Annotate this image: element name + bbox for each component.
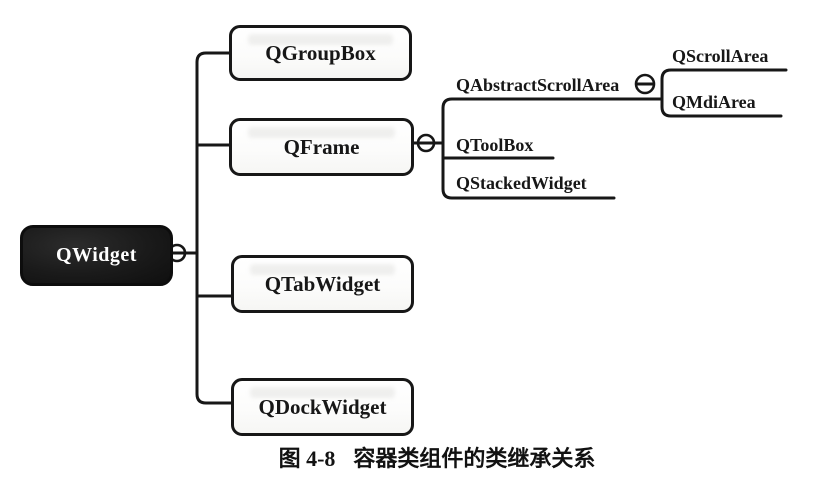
connector-trunk-qabstractscrollarea-children bbox=[660, 68, 788, 118]
figure-number: 图 4-8 bbox=[278, 446, 336, 471]
node-qdockwidget-label: QDockWidget bbox=[258, 394, 387, 419]
node-qabstractscrollarea[interactable]: QAbstractScrollArea bbox=[456, 75, 619, 96]
node-qwidget-label: QWidget bbox=[56, 244, 137, 266]
node-qstackedwidget-label: QStackedWidget bbox=[456, 173, 587, 193]
node-qtoolbox[interactable]: QToolBox bbox=[456, 135, 533, 156]
figure-title: 容器类组件的类继承关系 bbox=[353, 446, 596, 471]
node-qframe-label: QFrame bbox=[283, 134, 360, 159]
node-qmdiarea-label: QMdiArea bbox=[672, 92, 756, 112]
node-qwidget[interactable]: QWidget bbox=[20, 225, 173, 286]
node-qtabwidget[interactable]: QTabWidget bbox=[231, 255, 414, 313]
node-qscrollarea[interactable]: QScrollArea bbox=[672, 46, 768, 67]
node-qabstractscrollarea-label: QAbstractScrollArea bbox=[456, 75, 620, 95]
connector-trunk-qwidget-children bbox=[195, 51, 233, 405]
figure-caption: 图 4-8 容器类组件的类继承关系 bbox=[279, 441, 596, 473]
node-qdockwidget[interactable]: QDockWidget bbox=[231, 378, 414, 436]
collapse-toggle-qabstractscrollarea-icon[interactable] bbox=[634, 73, 656, 95]
collapse-toggle-qframe-icon[interactable] bbox=[416, 133, 436, 153]
node-qmdiarea[interactable]: QMdiArea bbox=[672, 92, 756, 113]
node-qstackedwidget[interactable]: QStackedWidget bbox=[456, 173, 587, 194]
node-qtabwidget-label: QTabWidget bbox=[264, 271, 381, 296]
connector-trunk-qframe-children bbox=[441, 97, 664, 200]
node-qgroupbox-label: QGroupBox bbox=[265, 40, 376, 65]
node-qframe[interactable]: QFrame bbox=[229, 118, 414, 176]
node-qscrollarea-label: QScrollArea bbox=[672, 46, 769, 66]
node-qtoolbox-label: QToolBox bbox=[456, 135, 534, 155]
node-qgroupbox[interactable]: QGroupBox bbox=[229, 25, 412, 81]
